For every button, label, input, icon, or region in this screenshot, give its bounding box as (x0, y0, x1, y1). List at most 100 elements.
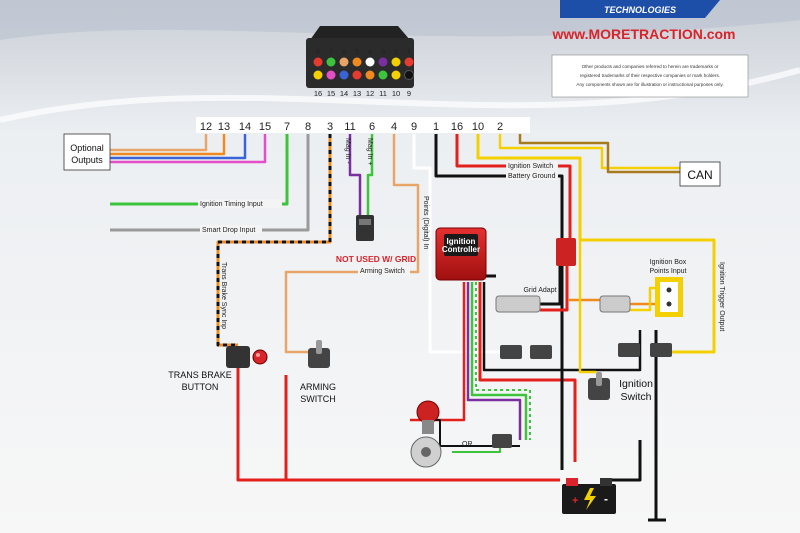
disclaimer-line: Any components shown are for illustratio… (576, 82, 723, 87)
mag-connector (356, 215, 374, 241)
controller-label: Ignition (447, 237, 476, 246)
website-url: www.MORETRACTION.com (551, 26, 735, 42)
connector-pin-label: 2 (394, 47, 398, 56)
wire-ignition-timing (110, 134, 289, 206)
pin-socket (404, 57, 414, 67)
ignition-switch-label: Switch (621, 391, 652, 403)
pin-label: 6 (369, 121, 375, 133)
controller-label: Controller (442, 245, 480, 254)
plug (650, 343, 672, 357)
ignition-controller: Ignition Controller (435, 227, 487, 281)
pin-row-labels: 12 13 14 15 7 8 3 11 6 4 9 1 16 10 2 (200, 121, 503, 133)
wire-smart-drop (110, 134, 310, 232)
battery-ground-label: Battery Ground (508, 173, 556, 180)
disclaimer-line: registered trademarks of their respectiv… (580, 73, 720, 78)
distributor (416, 400, 440, 434)
harness-connector (306, 26, 414, 88)
connector-pin-label: 3 (381, 47, 385, 56)
pin-socket (391, 57, 401, 67)
arming-switch-label: SWITCH (300, 394, 336, 404)
wire-battery-negative (612, 440, 642, 482)
connector-pin-label: 5 (355, 47, 359, 56)
pin-socket (339, 57, 349, 67)
plug (530, 345, 552, 359)
pin-socket (378, 70, 388, 80)
connector-pin-label: 8 (316, 47, 320, 56)
disclaimer-line: Other products and companies referred to… (582, 64, 719, 69)
wire-pin15 (110, 134, 267, 164)
battery: + - (562, 478, 616, 514)
pin-label: 11 (344, 121, 355, 133)
pin-socket (404, 70, 414, 80)
arming-switch-wire-label: Arming Switch (360, 268, 405, 275)
optional-outputs-box: Optional Outputs (63, 133, 111, 171)
wire-pin13 (110, 134, 226, 156)
ignition-switch (588, 372, 610, 400)
ignition-box-points-label: Ignition Box (650, 259, 687, 266)
connector-pin-label: 16 (314, 89, 322, 98)
grid-adapt-label: Grid Adapt (523, 287, 556, 294)
wire-can-low (518, 134, 680, 174)
pin-label: 2 (497, 121, 503, 133)
grid-connector-right (599, 295, 631, 313)
grid-connector-left (495, 295, 541, 313)
battery-plus-icon: + (572, 495, 578, 507)
wire-controller-green (470, 282, 528, 440)
mag-negative-label: Mag In - (344, 138, 351, 164)
wire-trans-brake-power (236, 368, 560, 482)
wire-ignition-feed (578, 240, 596, 374)
label-bg (200, 225, 262, 234)
pin-label: 7 (284, 121, 290, 133)
pin-socket (391, 70, 401, 80)
wire-battery-ground (434, 134, 564, 360)
wire-trans-brake-sync-stripe (216, 134, 332, 347)
disclaimer-box: Other products and companies referred to… (551, 54, 749, 98)
plug (500, 345, 522, 359)
wire-controller-purple (466, 282, 522, 440)
wire-pin12 (110, 134, 208, 152)
points-plugs (500, 343, 672, 359)
brand-logo: TECHNOLOGIES (560, 0, 720, 18)
connector-pin-label: 15 (327, 89, 335, 98)
wires (110, 134, 716, 522)
connector-pin-label: 12 (366, 89, 374, 98)
sensor-plug (492, 434, 512, 448)
pin-socket (326, 70, 336, 80)
ignition-switch-wire-label: Ignition Switch (508, 163, 553, 170)
logo-text: TECHNOLOGIES (604, 5, 676, 15)
connector-pin-label: 9 (407, 89, 411, 98)
trans-brake-button-label: TRANS BRAKE (168, 370, 232, 380)
battery-minus-icon: - (604, 492, 608, 506)
pin-label: 8 (305, 121, 311, 133)
points-input-label: Points (Digital) In (422, 196, 429, 249)
pin-strip (196, 117, 530, 133)
lightning-icon (584, 488, 596, 510)
wire-points-in (412, 134, 500, 354)
pin-label: 15 (259, 121, 271, 133)
ignition-box-points-input (655, 277, 683, 317)
pin-socket (378, 57, 388, 67)
wire-mag-positive (366, 134, 374, 215)
connector-pin-label: 6 (342, 47, 346, 56)
connector-pin-label: 13 (353, 89, 361, 98)
pin-label: 13 (218, 121, 230, 133)
or-label: OR (462, 441, 473, 448)
pin-label: 16 (451, 121, 463, 133)
can-label: CAN (687, 168, 712, 182)
connector-top-pin-labels: 8 7 6 5 4 3 2 1 (316, 47, 411, 56)
label-bg (198, 199, 282, 208)
connector-pin-label: 10 (392, 89, 400, 98)
optional-outputs-label: Outputs (71, 155, 103, 165)
trans-brake-button-label: BUTTON (182, 382, 219, 392)
connector-pin-label: 4 (368, 47, 372, 56)
power-connector (556, 238, 576, 266)
wire-grid-ground (540, 265, 562, 306)
wire-grid-power (540, 265, 569, 312)
mag-positive-label: Mag In + (366, 138, 373, 165)
pin-socket (352, 57, 362, 67)
pin-socket (313, 70, 323, 80)
pin-socket (339, 70, 349, 80)
can-box: CAN (679, 161, 721, 187)
